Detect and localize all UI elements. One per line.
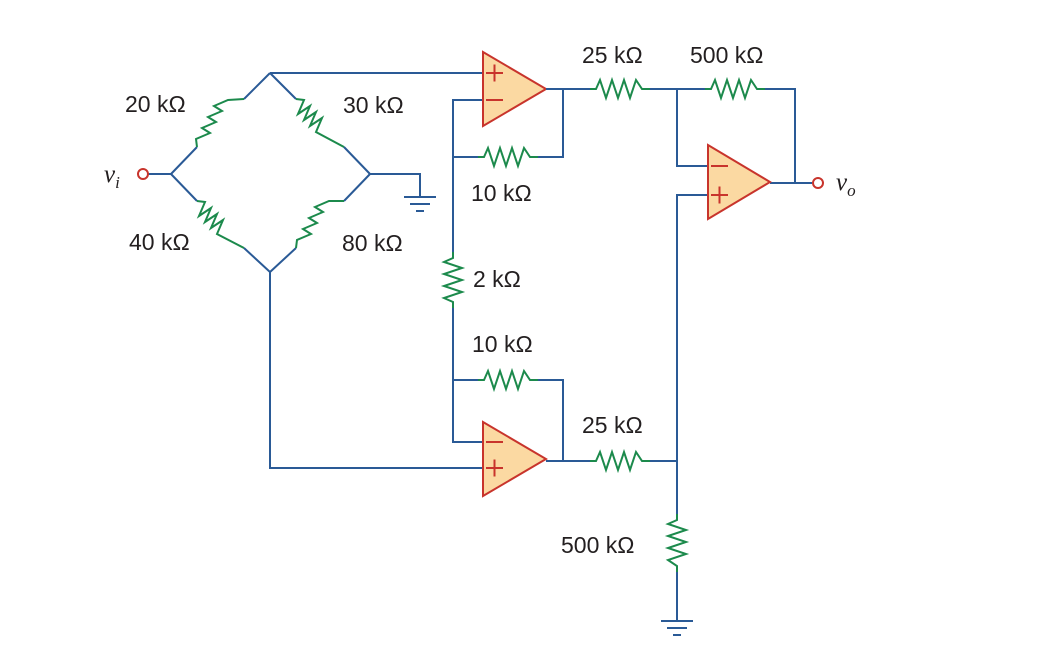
wire-bottom-node-to-opamp2-plus <box>269 272 483 469</box>
wire-opamp1-minus-node <box>452 99 483 158</box>
label-vi: vi <box>104 161 120 192</box>
opamp-top <box>482 50 590 128</box>
wire-node-to-opamp3-minus <box>676 89 708 167</box>
opamp-output <box>707 143 772 221</box>
first-stage-wires <box>452 90 564 461</box>
label-10k-top: 10 kΩ <box>471 180 532 206</box>
wire-bottom-to-80k <box>269 247 297 273</box>
resistor-10k-top-feedback <box>478 144 538 170</box>
label-30k: 30 kΩ <box>343 92 404 118</box>
input-terminal <box>137 168 149 180</box>
second-stage-wires <box>650 88 812 620</box>
wire-left-to-40k <box>170 173 198 202</box>
label-500k-top: 500 kΩ <box>690 42 763 68</box>
resistor-10k-bottom-feedback <box>478 367 538 393</box>
label-2k: 2 kΩ <box>473 266 521 292</box>
wire-opamp2-feedback-return <box>538 379 564 461</box>
wire-top-to-30k <box>269 72 297 100</box>
wire-left-to-20k <box>170 146 198 175</box>
label-20k: 20 kΩ <box>125 91 186 117</box>
wire-30k-to-right <box>343 146 371 175</box>
label-25k-bottom: 25 kΩ <box>582 412 643 438</box>
wire-opamp1-feedback-return <box>538 90 564 158</box>
label-500k-bottom: 500 kΩ <box>561 532 634 558</box>
resistor-25k-top <box>590 76 650 102</box>
ground-symbol-bridge <box>404 196 436 212</box>
resistor-500k-ground <box>664 514 690 572</box>
resistor-25k-bottom <box>590 448 650 474</box>
label-10k-bottom: 10 kΩ <box>472 331 533 357</box>
wire-right-node-to-ground <box>370 173 421 196</box>
resistor-20k <box>194 98 245 148</box>
wire-500k-top-to-output <box>765 88 796 183</box>
wire-opamp2-minus-node <box>452 380 483 443</box>
opamp-bottom <box>482 420 590 498</box>
label-25k-top: 25 kΩ <box>582 42 643 68</box>
wire-20k-to-top <box>243 72 271 100</box>
label-vo: vo <box>836 169 856 200</box>
label-40k: 40 kΩ <box>129 229 190 255</box>
ground-symbol-output <box>661 620 693 636</box>
bridge-wires <box>147 72 483 469</box>
resistor-30k <box>295 98 345 148</box>
resistor-80k <box>295 200 344 249</box>
wire-80k-to-right <box>343 173 371 202</box>
resistor-40k <box>196 200 245 249</box>
wire-node-to-opamp3-plus <box>676 194 708 461</box>
output-terminal <box>812 177 824 189</box>
wire-40k-to-bottom <box>243 247 271 273</box>
resistor-500k-feedback <box>705 76 765 102</box>
label-80k: 80 kΩ <box>342 230 403 256</box>
resistor-2k <box>440 252 466 308</box>
